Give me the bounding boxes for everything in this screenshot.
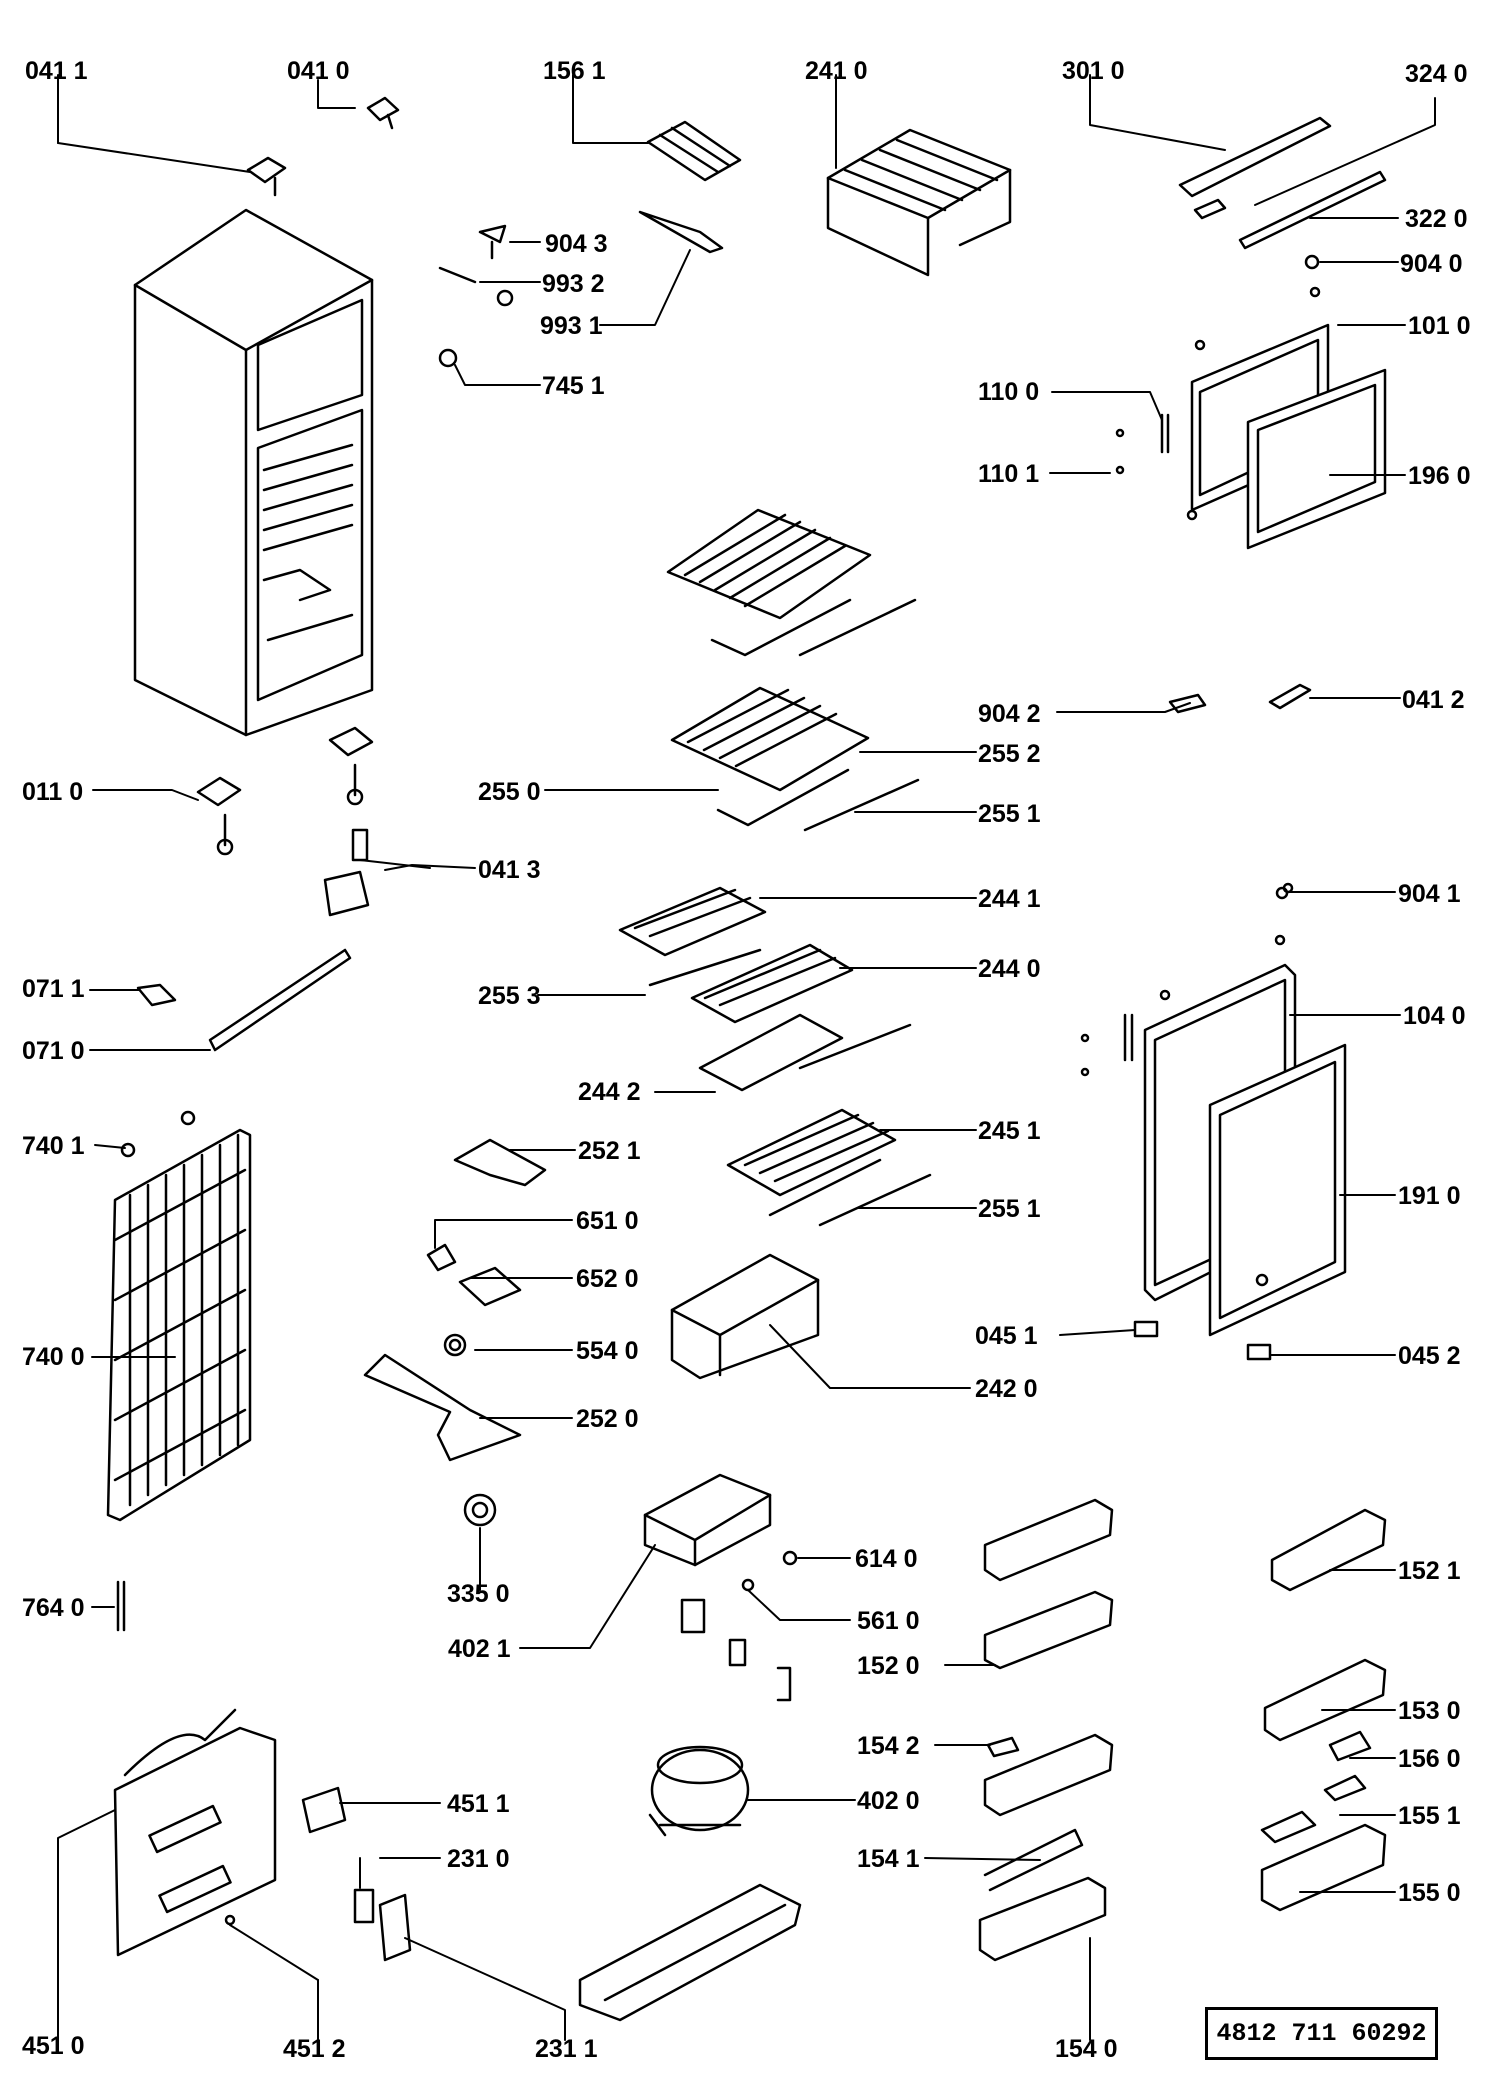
part-label-244-1: 244 1: [978, 885, 1041, 913]
part-label-740-0: 740 0: [22, 1343, 85, 1371]
part-label-993-1: 993 1: [540, 312, 603, 340]
shelf-244-parts: [618, 886, 912, 1092]
part-label-402-1: 402 1: [448, 1635, 511, 1663]
document-code-box: 4812 711 60292: [1205, 2007, 1438, 2060]
part-label-156-0: 156 0: [1398, 1745, 1461, 1773]
part-label-041-1: 041 1: [25, 57, 88, 85]
part-label-241-0: 241 0: [805, 57, 868, 85]
glass-shelf-255-0: [670, 686, 920, 832]
glass-shelf-245-1: [726, 1108, 932, 1227]
back-panel-part: [113, 1708, 277, 1957]
part-label-071-1: 071 1: [22, 975, 85, 1003]
part-label-110-0: 110 0: [978, 378, 1040, 406]
part-label-451-2: 451 2: [283, 2035, 346, 2063]
part-label-245-1: 245 1: [978, 1117, 1041, 1145]
part-label-255-1-upper: 255 1: [978, 800, 1041, 828]
part-label-152-1: 152 1: [1398, 1557, 1461, 1585]
part-label-255-0: 255 0: [478, 778, 541, 806]
part-label-745-1: 745 1: [542, 372, 605, 400]
part-label-154-1: 154 1: [857, 1845, 920, 1873]
part-label-255-1-lower: 255 1: [978, 1195, 1041, 1223]
part-label-301-0: 301 0: [1062, 57, 1125, 85]
part-label-244-0: 244 0: [978, 955, 1041, 983]
part-label-152-0: 152 0: [857, 1652, 920, 1680]
part-label-904-1: 904 1: [1398, 880, 1461, 908]
part-label-451-1: 451 1: [447, 1790, 510, 1818]
part-label-764-0: 764 0: [22, 1594, 85, 1622]
part-label-155-1: 155 1: [1398, 1802, 1461, 1830]
part-label-255-2: 255 2: [978, 740, 1041, 768]
part-label-045-1: 045 1: [975, 1322, 1038, 1350]
part-label-651-0: 651 0: [576, 1207, 639, 1235]
crisper-drawer-part: [670, 1253, 820, 1380]
part-label-614-0: 614 0: [855, 1545, 918, 1573]
hinge-top-part-2: [366, 96, 400, 130]
base-rail-part: [578, 1883, 802, 2022]
part-label-993-2: 993 2: [542, 270, 605, 298]
fridge-door-part: [1080, 934, 1347, 1337]
compressor-part: [648, 1745, 750, 1837]
part-label-252-1: 252 1: [578, 1137, 641, 1165]
part-label-242-0: 242 0: [975, 1375, 1038, 1403]
part-label-322-0: 322 0: [1405, 205, 1468, 233]
glass-shelf-upper: [666, 508, 917, 657]
part-label-255-3: 255 3: [478, 982, 541, 1010]
condenser-coil-part: [106, 1128, 252, 1522]
part-label-011-0: 011 0: [22, 778, 84, 806]
part-label-335-0: 335 0: [447, 1580, 510, 1608]
part-label-041-0: 041 0: [287, 57, 350, 85]
part-label-652-0: 652 0: [576, 1265, 639, 1293]
part-label-045-2: 045 2: [1398, 1342, 1461, 1370]
part-label-155-0: 155 0: [1398, 1879, 1461, 1907]
part-label-101-0: 101 0: [1408, 312, 1471, 340]
part-label-231-1: 231 1: [535, 2035, 598, 2063]
part-label-041-2: 041 2: [1402, 686, 1465, 714]
part-label-904-0: 904 0: [1400, 250, 1463, 278]
part-label-561-0: 561 0: [857, 1607, 920, 1635]
door-bins-part: [978, 1498, 1387, 1962]
door-handle-parts: [1178, 116, 1387, 250]
cabinet-drawing: [133, 208, 374, 737]
part-label-554-0: 554 0: [576, 1337, 639, 1365]
part-label-231-0: 231 0: [447, 1845, 510, 1873]
part-label-196-0: 196 0: [1408, 462, 1471, 490]
part-label-104-0: 104 0: [1403, 1002, 1466, 1030]
part-label-324-0: 324 0: [1405, 60, 1468, 88]
part-label-191-0: 191 0: [1398, 1182, 1461, 1210]
hinge-top-part: [246, 156, 287, 197]
part-label-156-1: 156 1: [543, 57, 606, 85]
ice-tray-part: [646, 120, 742, 182]
part-label-904-3: 904 3: [545, 230, 608, 258]
part-label-740-1: 740 1: [22, 1132, 85, 1160]
part-label-402-0: 402 0: [857, 1787, 920, 1815]
part-label-071-0: 071 0: [22, 1037, 85, 1065]
part-label-153-0: 153 0: [1398, 1697, 1461, 1725]
part-label-110-1: 110 1: [978, 460, 1040, 488]
part-label-451-0: 451 0: [22, 2032, 85, 2060]
part-label-904-2: 904 2: [978, 700, 1041, 728]
evaporator-part: [643, 1473, 772, 1567]
part-label-252-0: 252 0: [576, 1405, 639, 1433]
freezer-door-part: [1115, 323, 1387, 550]
part-label-154-0: 154 0: [1055, 2035, 1118, 2063]
part-label-041-3: 041 3: [478, 856, 541, 884]
part-label-154-2: 154 2: [857, 1732, 920, 1760]
part-label-244-2: 244 2: [578, 1078, 641, 1106]
freezer-shelf-part: [826, 128, 1012, 277]
